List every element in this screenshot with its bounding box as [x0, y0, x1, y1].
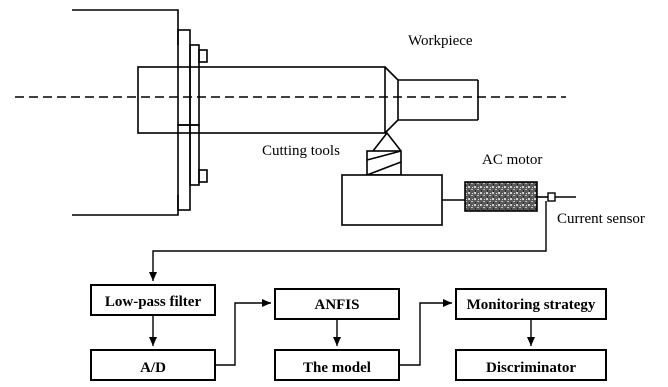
workpiece-label: Workpiece — [408, 33, 473, 49]
workpiece — [137, 66, 479, 134]
tool-post — [341, 174, 443, 226]
discriminator-block: Discriminator — [455, 349, 607, 381]
ad-to-anfis-arrow — [215, 299, 271, 366]
lathe-chuck — [72, 9, 208, 216]
anfis-block: ANFIS — [274, 288, 400, 320]
discriminator-label: Discriminator — [486, 360, 576, 376]
monitoring-strategy-block: Monitoring strategy — [455, 288, 607, 320]
the-model-label: The model — [303, 360, 371, 376]
current-sensor — [547, 192, 556, 202]
cutting-tool — [366, 131, 402, 176]
monitoring-strategy-label: Monitoring strategy — [467, 297, 596, 313]
ad-label: A/D — [140, 360, 166, 376]
sensor-to-filter-line — [149, 201, 547, 281]
ac-motor — [464, 181, 538, 212]
anfis-label: ANFIS — [314, 297, 359, 313]
model-to-monitoring-arrow — [399, 299, 452, 366]
current-sensor-label: Current sensor — [557, 211, 645, 227]
cutting-tools-label: Cutting tools — [262, 143, 340, 159]
low-pass-filter-label: Low-pass filter — [105, 294, 202, 310]
the-model-block: The model — [274, 349, 400, 381]
low-pass-filter-block: Low-pass filter — [90, 284, 216, 316]
ac-motor-label: AC motor — [482, 152, 542, 168]
ad-block: A/D — [90, 349, 216, 381]
